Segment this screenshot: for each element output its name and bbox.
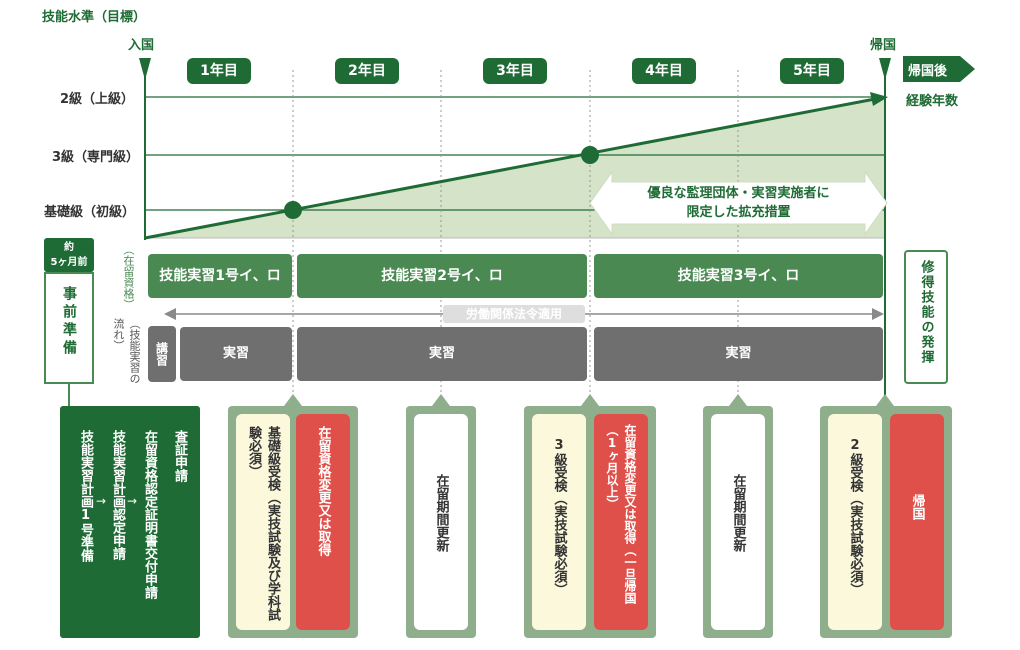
year-pill-5: 5年目 — [780, 58, 844, 84]
stage-bar-1: 技能実習1号イ、ロ — [148, 254, 292, 298]
event-pointer-3 — [581, 394, 599, 406]
milestone-basic-dot — [284, 201, 302, 219]
prep-step-1: 技能実習計画1号準備 — [78, 430, 93, 562]
event-pointer-1 — [284, 394, 302, 406]
level-grade2-label: 2級（上級） — [60, 92, 135, 107]
renewal-card-2: 在留期間更新 — [711, 414, 765, 630]
year-pill-4: 4年目 — [632, 58, 696, 84]
prep-step-arrow-icon: → — [96, 494, 107, 508]
expansion-note: 優良な監理団体・実習実施者に 限定した拡充措置 — [612, 184, 865, 222]
milestone-grade3-dot — [581, 146, 599, 164]
prep-badge-line1: 約 — [64, 242, 74, 253]
training-bar-3: 実習 — [594, 327, 883, 381]
renewal-card-1: 在留期間更新 — [414, 414, 468, 630]
year-pill-2: 2年目 — [335, 58, 399, 84]
training-bar-2: 実習 — [297, 327, 587, 381]
status-change-card-2: 在留資格変更又は取得（一旦帰国（1ヶ月以上） — [594, 414, 648, 630]
prep-step-4: 査証申請 — [172, 430, 187, 482]
level-grade3-label: 3級（専門級） — [52, 150, 140, 165]
after-return-label: 帰国後 — [908, 64, 948, 79]
grade3-exam-text: 3級受検（実技試験必須） — [551, 438, 567, 596]
skill-growth-line — [144, 97, 876, 240]
prep-box: 事前準備 — [44, 272, 94, 384]
mastery-label: 修得技能の発揮 — [918, 260, 934, 365]
year-pill-3: 3年目 — [483, 58, 547, 84]
training-bar-1: 実習 — [180, 327, 292, 381]
event-pointer-4 — [729, 394, 747, 406]
status-change-card-1: 在留資格変更又は取得 — [296, 414, 350, 630]
basic-exam-card: 基礎級受検（実技試験及び学科試験必須） — [236, 414, 290, 630]
prep-step-3: 在留資格認定証明書交付申請 — [142, 430, 157, 599]
entry-label: 入国 — [128, 38, 155, 53]
years-experience-label: 経験年数 — [906, 94, 959, 109]
y-axis-title: 技能水準（目標） — [42, 10, 147, 25]
prep-step-2: 技能実習計画認定申請 — [110, 430, 125, 560]
grade3-exam-card: 3級受検（実技試験必須） — [532, 414, 586, 630]
status-change-text-2: 在留資格変更又は取得（一旦帰国（1ヶ月以上） — [605, 424, 637, 604]
growth-arrow-head-icon — [870, 92, 888, 106]
lecture-label: 講習 — [154, 342, 169, 366]
stage-bar-3: 技能実習3号イ、ロ — [594, 254, 883, 298]
expansion-arrow-icon — [589, 170, 888, 236]
status-change-text-1: 在留資格変更又は取得 — [315, 426, 331, 556]
expansion-note-line1: 優良な監理団体・実習実施者に — [647, 186, 830, 201]
return-marker-icon — [879, 58, 891, 80]
return-home-card: 帰国 — [890, 414, 944, 630]
return-home-text: 帰国 — [909, 494, 925, 520]
event-pointer-5 — [876, 394, 894, 406]
stage-bar-2: 技能実習2号イ、ロ — [297, 254, 587, 298]
event-pointer-2 — [432, 394, 450, 406]
basic-exam-text: 基礎級受検（実技試験及び学科試験必須） — [246, 426, 280, 621]
status-row-label: （在留資格） — [122, 244, 135, 310]
entry-marker-icon — [139, 58, 151, 80]
prep-steps-box — [60, 406, 200, 638]
expansion-note-line2: 限定した拡充措置 — [686, 205, 791, 220]
prep-connector — [68, 384, 70, 408]
labor-law-label: 労働関係法令適用 — [443, 305, 585, 323]
lecture-block: 講習 — [148, 326, 176, 382]
grade2-exam-text: 2級受検（実技試験必須） — [847, 438, 863, 596]
grade2-exam-card: 2級受検（実技試験必須） — [828, 414, 882, 630]
labor-law-arrow-right-icon — [872, 308, 884, 320]
prep-badge-line2: 5ヶ月前 — [50, 257, 88, 268]
return-label: 帰国 — [870, 38, 897, 53]
after-return-arrow-icon — [903, 56, 975, 82]
mastery-box: 修得技能の発揮 — [904, 250, 948, 384]
prep-badge: 約 5ヶ月前 — [44, 238, 94, 272]
flow-row-label: （技能実習の流れ） — [106, 318, 146, 386]
prep-step-arrow-icon: → — [127, 494, 138, 508]
prep-label: 事前準備 — [61, 286, 77, 358]
renewal-text-2: 在留期間更新 — [730, 474, 746, 552]
renewal-text-1: 在留期間更新 — [433, 474, 449, 552]
level-basic-label: 基礎級（初級） — [44, 205, 136, 220]
flow-row-label-text: （技能実習の流れ） — [112, 318, 141, 384]
labor-law-arrow-left-icon — [164, 308, 176, 320]
year-pill-1: 1年目 — [187, 58, 251, 84]
